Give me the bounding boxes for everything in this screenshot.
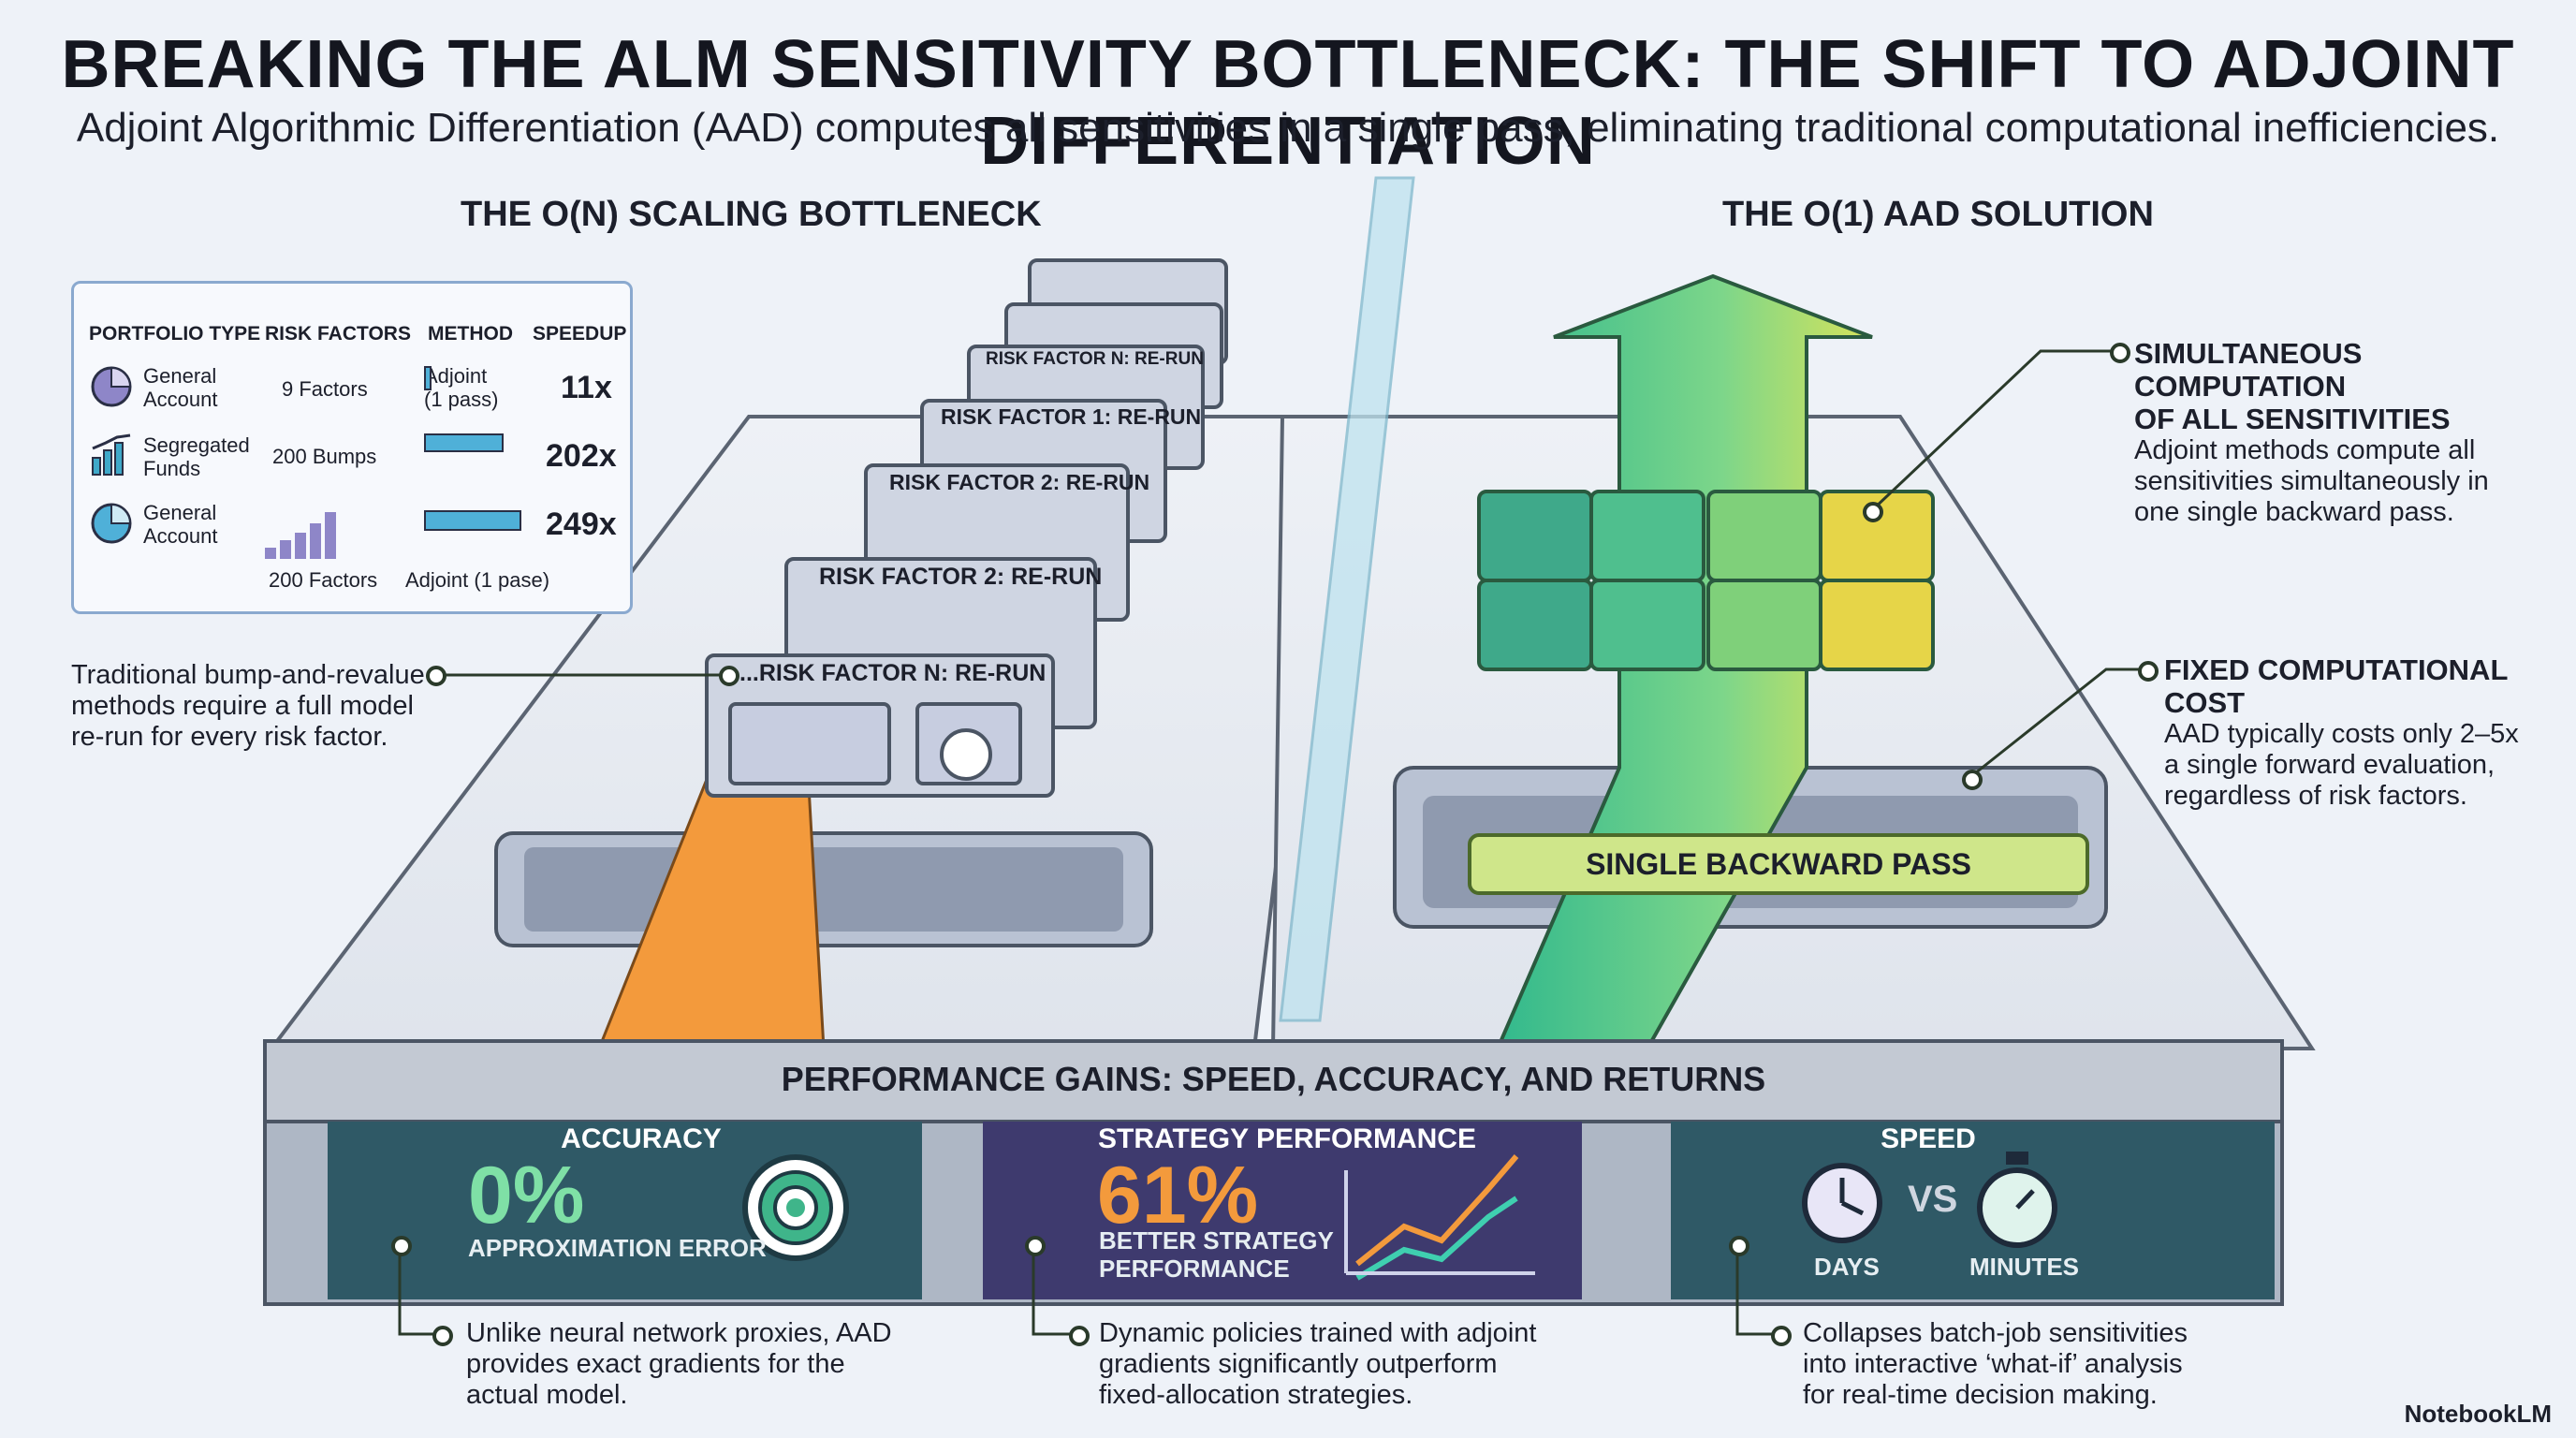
strategy-title: STRATEGY PERFORMANCE	[1098, 1123, 1476, 1154]
table-cell: 202x	[546, 438, 617, 474]
table-cell: Funds	[143, 457, 201, 480]
footnote-line: Dynamic policies trained with adjoint	[1099, 1318, 1537, 1348]
callout2-dot	[2138, 661, 2159, 682]
left-note: Traditional bump-and-revalue methods req…	[71, 660, 425, 753]
speed-note-dot	[1771, 1326, 1792, 1346]
single-backward-pass-label: SINGLE BACKWARD PASS	[1586, 847, 1971, 881]
table-cell: (1 pass)	[424, 388, 499, 411]
strategy-value: 61%	[1097, 1151, 1259, 1240]
risk-box-label-5: ...RISK FACTOR N: RE-RUN	[739, 660, 1046, 686]
speedup-table: PORTFOLIO TYPE RISK FACTORS METHOD SPEED…	[71, 281, 633, 614]
table-footer-factors: 200 Factors	[269, 568, 378, 592]
callout-title: SIMULTANEOUS COMPUTATION	[2134, 337, 2363, 403]
callout-text: AAD typically costs only 2–5x	[2164, 719, 2519, 749]
speedup-bars	[424, 366, 534, 546]
speedup-bar	[424, 366, 432, 390]
left-note-line: Traditional bump-and-revalue	[71, 660, 425, 690]
accuracy-title: ACCURACY	[561, 1123, 722, 1154]
gains-heading: PERFORMANCE GAINS: SPEED, ACCURACY, AND …	[781, 1060, 1766, 1098]
speed-vs-label: VS	[1908, 1179, 1958, 1220]
footnote-line: for real-time decision making.	[1803, 1380, 2158, 1410]
bar-chart-icon	[92, 433, 131, 476]
table-cell: Adjoint (1 pass)	[424, 364, 498, 411]
speedup-bar	[424, 433, 504, 452]
callout-title: FIXED COMPUTATIONAL COST	[2164, 653, 2508, 719]
page-subtitle: Adjoint Algorithmic Differentiation (AAD…	[76, 105, 2500, 151]
footnote-line: Unlike neural network proxies, AAD	[466, 1318, 892, 1348]
callout-text: Adjoint methods compute all	[2134, 435, 2476, 465]
left-note-dot	[426, 666, 446, 686]
callout-text: a single forward evaluation,	[2164, 750, 2496, 780]
table-row: Segregated Funds	[143, 433, 250, 480]
speed-from-label: DAYS	[1814, 1253, 1880, 1281]
strategy-dot	[1025, 1236, 1046, 1256]
speed-title: SPEED	[1881, 1123, 1976, 1154]
table-row: General Account	[143, 501, 218, 548]
left-box-dot	[719, 666, 739, 686]
strategy-label: BETTER STRATEGY PERFORMANCE	[1099, 1226, 1334, 1283]
risk-box-label-2: RISK FACTOR 1: RE-RUN	[941, 404, 1202, 429]
table-header-portfolio: PORTFOLIO TYPE	[89, 323, 261, 345]
strategy-note-dot	[1069, 1326, 1090, 1346]
table-cell: 200 Bumps	[272, 445, 377, 468]
footnote-line: into interactive ‘what-if’ analysis	[1803, 1349, 2183, 1379]
speed-dot	[1729, 1236, 1749, 1256]
accuracy-dot	[391, 1236, 412, 1256]
accuracy-footnote: Unlike neural network proxies, AAD provi…	[466, 1318, 892, 1411]
callout1-dot	[2110, 343, 2130, 363]
footnote-line: actual model.	[466, 1380, 628, 1410]
risk-box-label-3: RISK FACTOR 2: RE-RUN	[889, 470, 1150, 494]
table-cell: General	[143, 501, 217, 524]
risk-box-label-4: RISK FACTOR 2: RE-RUN	[819, 564, 1103, 590]
table-header-factors: RISK FACTORS	[265, 323, 411, 345]
page-title: BREAKING THE ALM SENSITIVITY BOTTLENECK:…	[61, 27, 2515, 179]
left-note-line: re-run for every risk factor.	[71, 722, 388, 752]
callout1-anchor-dot	[1863, 502, 1883, 522]
callout-simultaneous: SIMULTANEOUS COMPUTATION OF ALL SENSITIV…	[2134, 337, 2576, 528]
table-cell: Account	[143, 388, 218, 411]
callout-text: one single backward pass.	[2134, 497, 2454, 527]
callout-text: sensitivities simultaneously in	[2134, 466, 2489, 496]
risk-box-label-1: RISK FACTOR N: RE-RUN	[986, 349, 1204, 369]
speedup-bar	[424, 510, 521, 531]
strategy-footnote: Dynamic policies trained with adjoint gr…	[1099, 1318, 1536, 1411]
strategy-label-line: BETTER STRATEGY	[1099, 1226, 1334, 1255]
speed-to-label: MINUTES	[1969, 1253, 2079, 1281]
table-cell: 249x	[546, 506, 617, 542]
table-cell: General	[143, 364, 217, 388]
factor-bars-icon	[265, 512, 336, 559]
table-cell: Adjoint	[424, 364, 488, 388]
footnote-line: gradients significantly outperform	[1099, 1349, 1498, 1379]
table-header-speedup: SPEEDUP	[533, 323, 627, 345]
pie-chart-icon	[91, 503, 132, 544]
accuracy-value: 0%	[468, 1151, 585, 1240]
callout-title: OF ALL SENSITIVITIES	[2134, 403, 2451, 435]
brand-logo-text: NotebookLM	[2404, 1400, 2552, 1428]
table-row: General Account	[143, 364, 218, 411]
right-heading: THE O(1) AAD SOLUTION	[1722, 195, 2154, 234]
footnote-line: fixed-allocation strategies.	[1099, 1380, 1413, 1410]
strategy-label-line: PERFORMANCE	[1099, 1255, 1290, 1283]
footnote-line: provides exact gradients for the	[466, 1349, 845, 1379]
callout2-anchor-dot	[1962, 770, 1983, 790]
accuracy-label: APPROXIMATION ERROR	[468, 1234, 767, 1262]
pie-chart-icon	[91, 366, 132, 407]
footnote-line: Collapses batch-job sensitivities	[1803, 1318, 2188, 1348]
speed-footnote: Collapses batch-job sensitivities into i…	[1803, 1318, 2188, 1411]
callout-text: regardless of risk factors.	[2164, 781, 2467, 811]
left-note-line: methods require a full model	[71, 691, 414, 721]
table-cell: Segregated	[143, 433, 250, 457]
callout-fixed-cost: FIXED COMPUTATIONAL COST AAD typically c…	[2164, 653, 2576, 812]
left-heading: THE O(N) SCALING BOTTLENECK	[461, 195, 1042, 234]
table-cell: Account	[143, 524, 218, 548]
table-cell: 11x	[561, 370, 612, 405]
table-cell: 9 Factors	[282, 377, 368, 401]
table-footer-method: Adjoint (1 pase)	[405, 568, 550, 592]
accuracy-note-dot	[432, 1326, 453, 1346]
table-header-method: METHOD	[428, 323, 513, 345]
